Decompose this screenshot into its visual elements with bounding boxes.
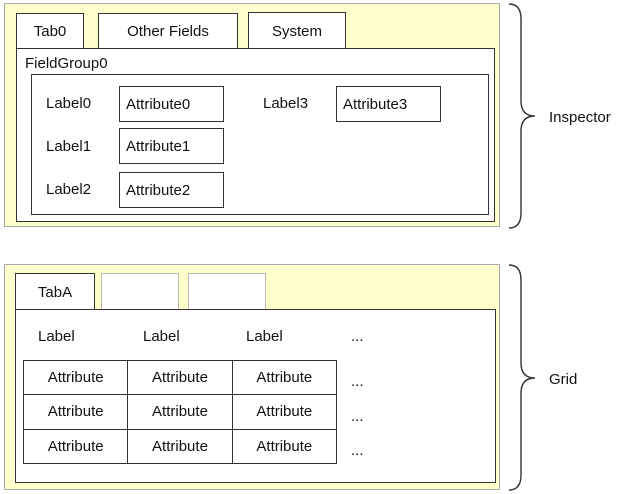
grid-table: Attribute Attribute Attribute Attribute … bbox=[23, 360, 337, 464]
grid-cell-text: Attribute bbox=[256, 403, 313, 421]
grid-cell[interactable]: Attribute bbox=[128, 361, 232, 395]
tab-other-fields[interactable]: Other Fields bbox=[98, 13, 238, 49]
grid-cell-text: Attribute bbox=[47, 369, 104, 387]
tab-other-fields-label: Other Fields bbox=[127, 23, 209, 40]
grid-cell[interactable]: Attribute bbox=[232, 361, 336, 395]
attribute-field-2[interactable]: Attribute2 bbox=[119, 172, 224, 208]
grid-brace bbox=[508, 264, 536, 491]
grid-cell[interactable]: Attribute bbox=[24, 395, 128, 429]
inspector-brace bbox=[508, 3, 536, 229]
tab-system-label: System bbox=[271, 22, 322, 40]
attribute-field-0[interactable]: Attribute0 bbox=[119, 86, 224, 122]
grid-panel: TabA Label Label Label ... Attribute Att… bbox=[4, 264, 500, 490]
grid-cell-text: Attribute bbox=[47, 437, 104, 455]
grid-cell-text: Attribute bbox=[152, 403, 208, 421]
attribute-value-0: Attribute0 bbox=[126, 95, 191, 113]
tab-tab0[interactable]: Tab0 bbox=[16, 13, 84, 49]
inspector-panel: Tab0 Other Fields System FieldGroup0 Lab… bbox=[4, 3, 500, 227]
grid-header-1: Label bbox=[143, 327, 180, 345]
grid-cell[interactable]: Attribute bbox=[232, 429, 336, 463]
tab-taba-label: TabA bbox=[37, 283, 73, 301]
grid-cell-text: Attribute bbox=[47, 403, 104, 421]
grid-brace-label: Grid bbox=[549, 370, 578, 388]
attribute-value-1: Attribute1 bbox=[126, 137, 191, 155]
inspector-content: FieldGroup0 Label0 Attribute0 Label1 Att… bbox=[16, 48, 495, 222]
inspector-brace-label: Inspector bbox=[549, 108, 611, 126]
field-label-2: Label2 bbox=[46, 180, 92, 198]
grid-cell-text: Attribute bbox=[152, 437, 208, 455]
grid-cell[interactable]: Attribute bbox=[24, 429, 128, 463]
grid-header-0: Label bbox=[38, 327, 75, 345]
fieldgroup-title: FieldGroup0 bbox=[25, 54, 108, 72]
attribute-value-3: Attribute3 bbox=[343, 95, 408, 113]
attribute-value-2: Attribute2 bbox=[126, 181, 191, 199]
attribute-field-3[interactable]: Attribute3 bbox=[336, 86, 441, 122]
grid-content: Label Label Label ... Attribute Attribut… bbox=[15, 309, 496, 483]
fieldgroup-box: Label0 Attribute0 Label1 Attribute1 Labe… bbox=[31, 74, 489, 215]
field-label-1: Label1 bbox=[46, 137, 92, 155]
grid-row-ellipsis-2: ... bbox=[351, 441, 364, 459]
grid-header-2: Label bbox=[246, 327, 283, 345]
grid-cell-text: Attribute bbox=[152, 369, 208, 387]
grid-cell[interactable]: Attribute bbox=[128, 429, 232, 463]
field-label-0: Label0 bbox=[46, 94, 92, 112]
grid-cell-text: Attribute bbox=[256, 437, 313, 455]
tab-tab0-label: Tab0 bbox=[33, 23, 67, 40]
grid-row-ellipsis-1: ... bbox=[351, 407, 364, 425]
grid-cell[interactable]: Attribute bbox=[128, 395, 232, 429]
field-label-3: Label3 bbox=[263, 94, 309, 112]
attribute-field-1[interactable]: Attribute1 bbox=[119, 128, 224, 164]
grid-cell-text: Attribute bbox=[256, 369, 313, 387]
grid-header-3: ... bbox=[351, 327, 364, 345]
grid-row-ellipsis-0: ... bbox=[351, 372, 364, 390]
grid-cell[interactable]: Attribute bbox=[232, 395, 336, 429]
tab-blank-1[interactable] bbox=[101, 273, 179, 310]
tab-blank-2[interactable] bbox=[188, 273, 266, 310]
grid-cell[interactable]: Attribute bbox=[24, 361, 128, 395]
tab-taba[interactable]: TabA bbox=[15, 273, 95, 310]
tab-system[interactable]: System bbox=[248, 12, 346, 49]
